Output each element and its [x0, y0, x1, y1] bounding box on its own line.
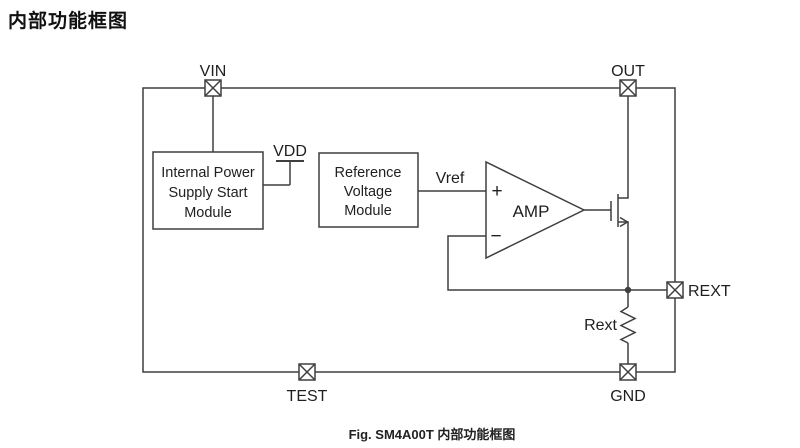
- power-block-box: [152, 151, 264, 230]
- power-block-line3: Module: [184, 205, 232, 221]
- figure-caption: Fig. SM4A00T 内部功能框图: [348, 427, 516, 442]
- rext-resistor-label: Rext: [584, 317, 617, 334]
- power-block: Internal Power Supply Start Module: [161, 165, 255, 221]
- pin-vin-icon: [204, 79, 222, 97]
- pin-label-out: OUT: [611, 63, 645, 80]
- mosfet-arrow-icon: [619, 216, 629, 228]
- pin-label-rext: REXT: [688, 283, 731, 300]
- amp-triangle: [485, 160, 586, 260]
- pin-test-icon: [298, 363, 316, 381]
- net-label-vdd: VDD: [273, 143, 307, 160]
- power-block-line1: Internal Power: [161, 165, 255, 181]
- pin-label-test: TEST: [287, 388, 328, 405]
- reference-block-box: [318, 152, 419, 228]
- reference-block-line3: Module: [344, 203, 392, 219]
- mosfet-drain-wire: [618, 96, 629, 199]
- page-title: 内部功能框图: [8, 11, 129, 32]
- reference-block-line1: Reference: [335, 165, 402, 181]
- net-label-vref: Vref: [436, 170, 465, 187]
- reference-block: Reference Voltage Module: [335, 165, 402, 219]
- amp-plus-input-label: +: [491, 181, 502, 202]
- pin-rext-icon: [666, 281, 684, 299]
- pin-out-icon: [619, 79, 637, 97]
- node-dot: [624, 286, 632, 294]
- reference-block-line2: Voltage: [344, 184, 392, 200]
- pin-gnd-icon: [619, 363, 637, 381]
- wire-feedback: [447, 235, 667, 291]
- power-block-line2: Supply Start: [169, 185, 248, 201]
- amp-label: AMP: [513, 202, 550, 221]
- chip-boundary: [142, 87, 676, 373]
- amp-minus-input-label: −: [490, 226, 501, 247]
- rext-resistor-icon: [619, 306, 637, 344]
- pin-label-vin: VIN: [200, 63, 227, 80]
- mosfet-symbol: [610, 96, 629, 307]
- mosfet-source-wire: [618, 221, 629, 307]
- pin-label-gnd: GND: [610, 388, 646, 405]
